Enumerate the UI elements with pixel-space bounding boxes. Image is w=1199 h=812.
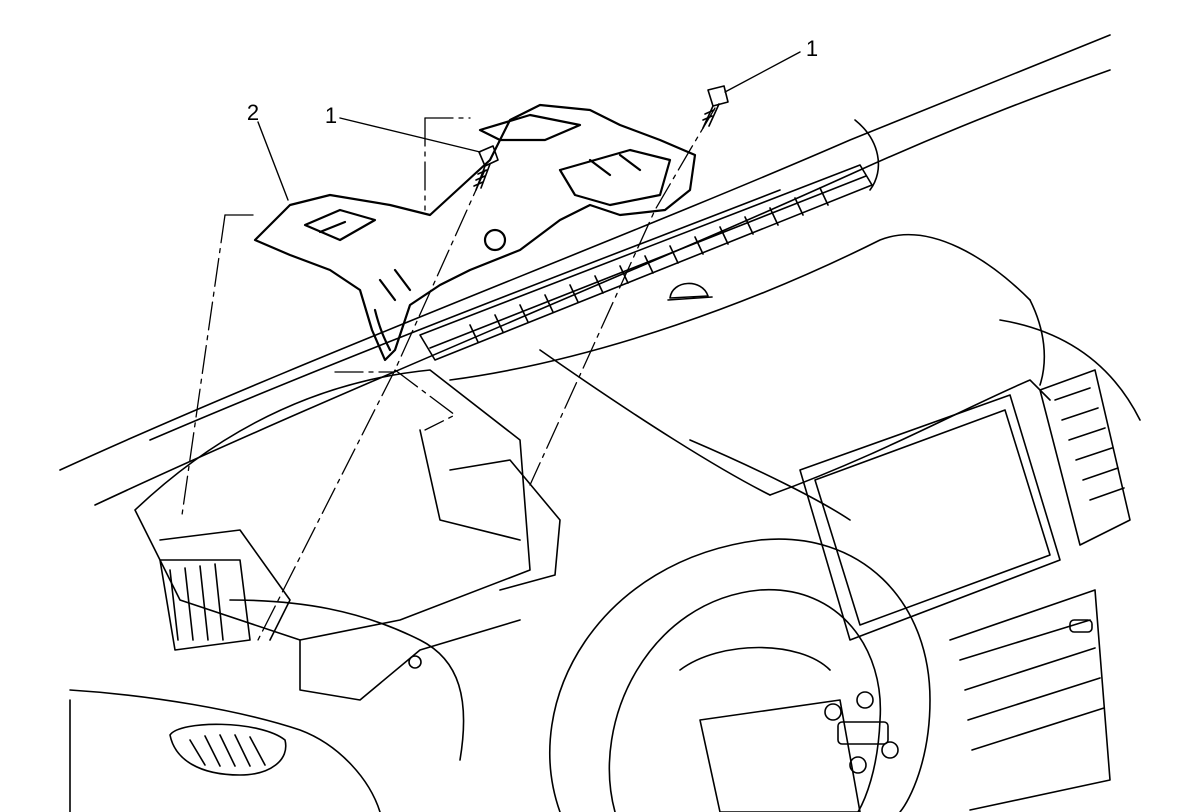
right-air-vent [999, 319, 1141, 546]
steering-wheel [549, 538, 931, 812]
leader-screw-left [339, 117, 481, 153]
bracket-part [253, 103, 697, 362]
callout-1-right: 1 [806, 36, 818, 61]
alignment-lines [181, 107, 716, 641]
sensor-dome [667, 282, 713, 301]
cluster-housing [134, 369, 561, 761]
callout-1-left: 1 [325, 103, 337, 128]
leader-screw-right [724, 51, 801, 93]
leader-bracket [257, 121, 289, 201]
defroster-grille [419, 119, 880, 361]
center-stack [949, 589, 1111, 811]
callout-2-bracket: 2 [247, 100, 259, 125]
left-lower-dash [69, 655, 422, 812]
callout-leaders [257, 51, 801, 201]
windshield-edge [59, 34, 1111, 506]
center-display [799, 394, 1061, 641]
instrument-panel-top [449, 234, 1051, 521]
